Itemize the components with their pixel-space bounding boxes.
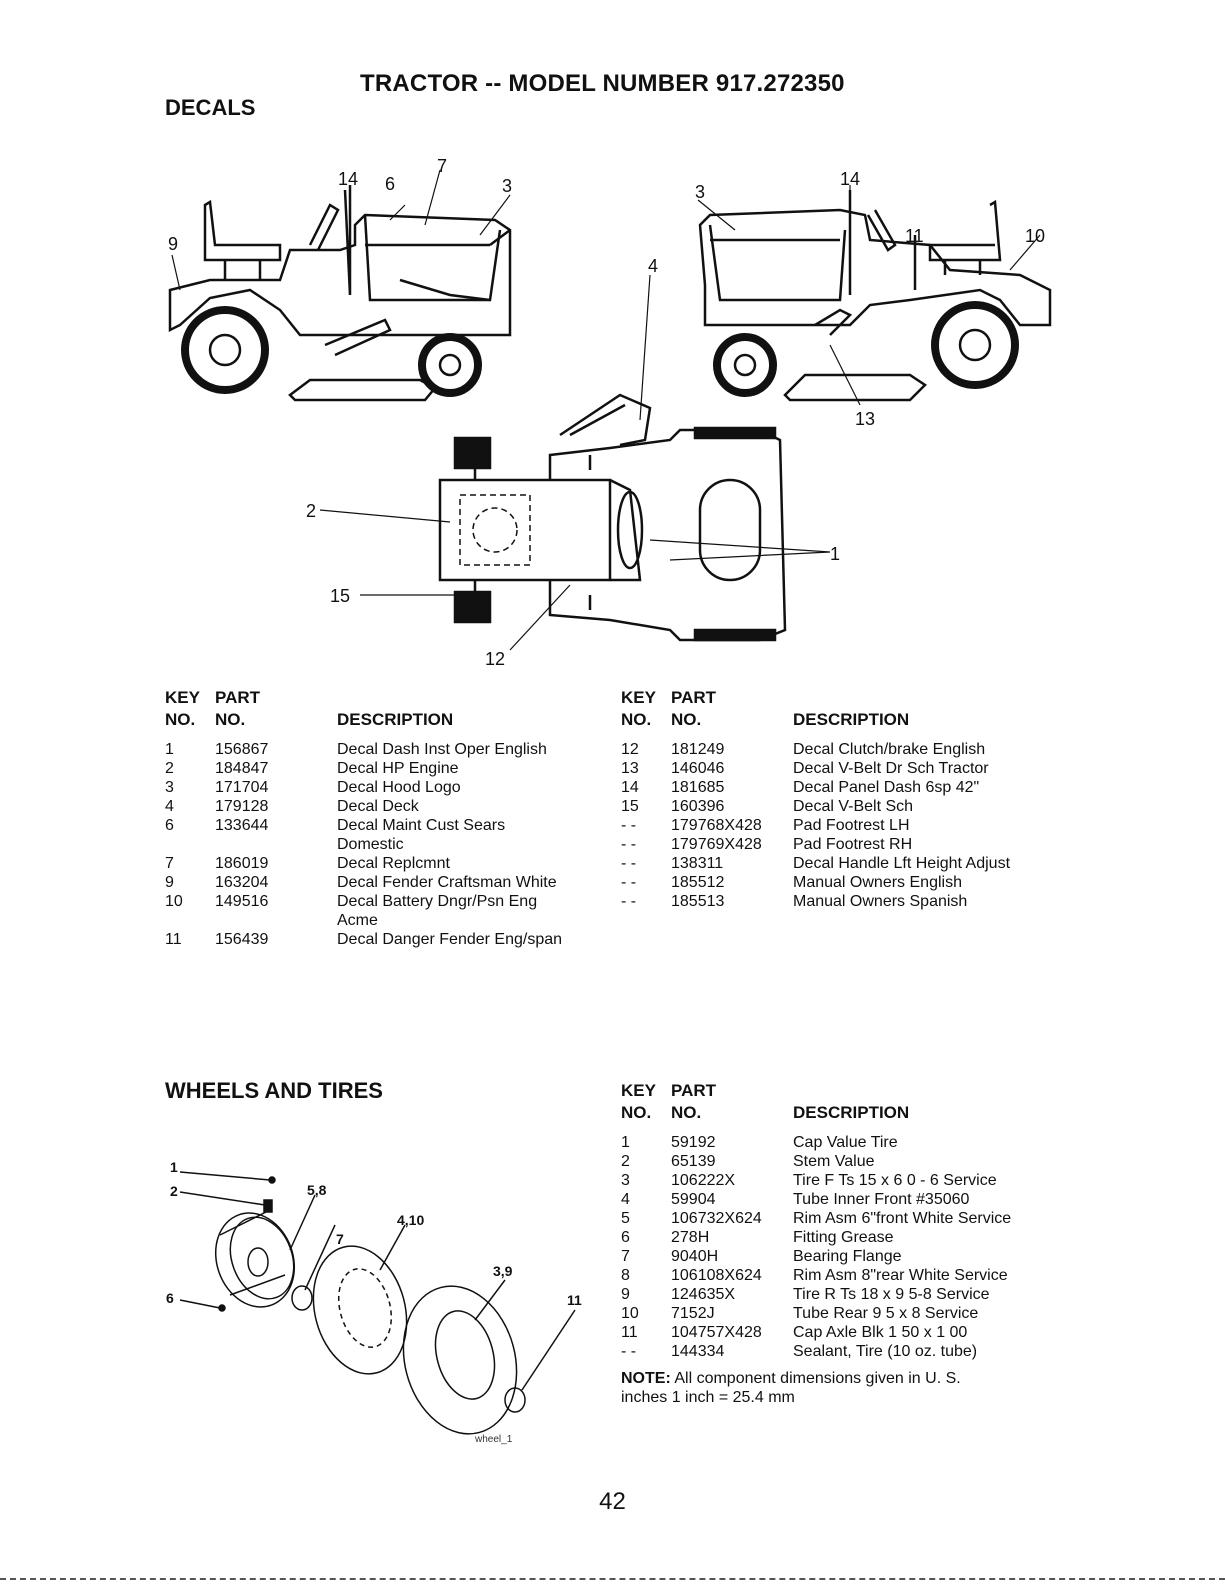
callout-11: 11 — [905, 226, 924, 246]
callout-14: 14 — [338, 169, 358, 189]
footer-divider — [0, 1578, 1225, 1580]
wheel-callout-3-9: 3,9 — [493, 1263, 513, 1279]
wheels-desc-header: DESCRIPTION — [793, 1103, 910, 1122]
callout-12: 12 — [485, 649, 505, 669]
callout-13: 13 — [855, 409, 875, 429]
decals-left-desc-header: DESCRIPTION — [337, 710, 454, 729]
decals-diagram: 9 14 6 7 3 3 14 11 10 4 13 2 15 12 1 — [168, 156, 1052, 669]
wheel-callout-2: 2 — [170, 1183, 178, 1199]
page-title: TRACTOR -- MODEL NUMBER 917.272350 — [360, 70, 845, 97]
callout-9: 9 — [168, 234, 178, 254]
callout-1: 1 — [830, 544, 840, 564]
page-number: 42 — [599, 1488, 626, 1515]
dimensions-note: NOTE: All component dimensions given in … — [621, 1370, 961, 1406]
wheel-callout-4-10: 4,10 — [397, 1212, 424, 1228]
wheel-callout-6: 6 — [166, 1290, 174, 1306]
callout-4: 4 — [648, 256, 658, 276]
callout-14: 14 — [840, 169, 860, 189]
callout-2: 2 — [306, 501, 316, 521]
callout-3: 3 — [695, 182, 705, 202]
wheel-callout-5-8: 5,8 — [307, 1182, 327, 1198]
callout-3: 3 — [502, 176, 512, 196]
wheel-callout-11: 11 — [567, 1292, 582, 1308]
wheel-callout-1: 1 — [170, 1159, 178, 1175]
callout-6: 6 — [385, 174, 395, 194]
wheels-heading: WHEELS AND TIRES — [165, 1078, 383, 1103]
wheel-callout-7: 7 — [336, 1231, 344, 1247]
decals-heading: DECALS — [165, 95, 256, 120]
callout-10: 10 — [1025, 226, 1045, 246]
wheels-diagram: 1 2 5,8 4,10 7 3,9 11 6 wheel_1 — [166, 1159, 582, 1445]
wheel-caption: wheel_1 — [474, 1434, 513, 1445]
callout-7: 7 — [437, 156, 447, 176]
callout-15: 15 — [330, 586, 350, 606]
decals-right-desc-header: DESCRIPTION — [793, 710, 910, 729]
